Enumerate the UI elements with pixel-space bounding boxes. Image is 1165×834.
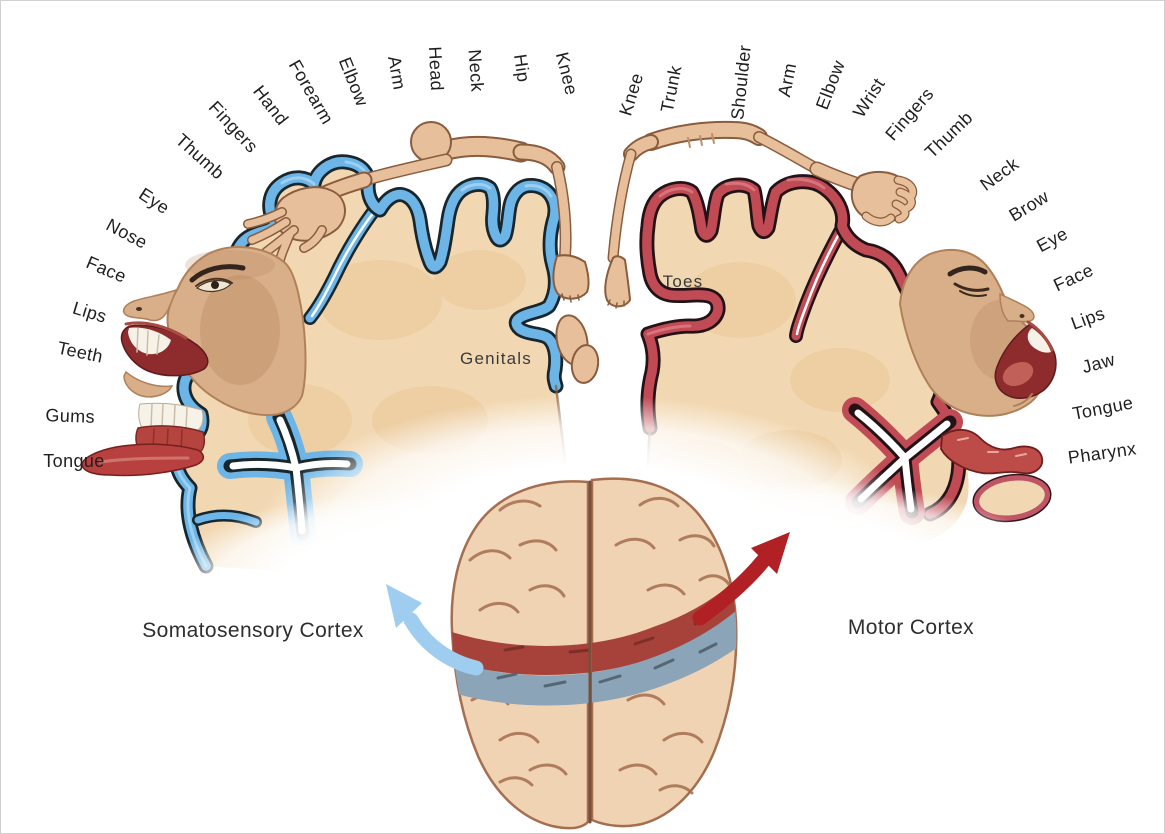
sensory-label-hip: Hip	[510, 53, 534, 84]
sensory-homunculus-figure	[243, 121, 590, 303]
motor-cortex-caption: Motor Cortex	[848, 616, 974, 639]
sensory-face-nostril	[136, 307, 142, 311]
motor-foot	[604, 255, 632, 308]
somatosensory-cortex-caption: Somatosensory Cortex	[142, 619, 364, 642]
sensory-face-nose	[122, 288, 178, 322]
sensory-arrow	[386, 584, 484, 676]
sensory-face-teeth	[128, 327, 171, 355]
sensory-label-neck: Neck	[465, 49, 488, 93]
motor-central-sulcus	[789, 221, 849, 343]
motor-face-nostril	[1019, 314, 1025, 318]
motor-arrow	[692, 532, 790, 626]
motor-arrowhead	[751, 532, 790, 574]
sensory-label-gums: Gums	[45, 405, 95, 427]
motor-homunculus-figure	[604, 120, 918, 309]
motor-face-teeth	[1027, 328, 1051, 353]
brain-top-view	[450, 477, 738, 830]
motor-face	[898, 248, 1057, 523]
sensory-face-chin	[123, 370, 174, 398]
sensory-hand-fingers	[243, 207, 327, 265]
motor-inner-label-toes: Toes	[663, 272, 704, 291]
motor-hand-fingers	[861, 175, 918, 227]
sensory-label-tongue: Tongue	[43, 451, 104, 471]
sensory-arrowhead	[386, 584, 422, 628]
motor-face-inner-tongue	[1002, 361, 1034, 387]
sensory-label-head: Head	[425, 46, 447, 92]
sensory-inner-label-genitals: Genitals	[460, 349, 532, 368]
genitals-figure	[555, 314, 600, 384]
motor-face-nose	[999, 292, 1035, 323]
sensory-face-eyebrow	[189, 264, 246, 283]
motor-face-eyebrow	[947, 265, 988, 277]
motor-face-eye	[953, 282, 990, 292]
motor-fold-lump	[973, 474, 1051, 522]
sensory-face	[81, 246, 307, 477]
sensory-central-sulcus	[303, 201, 383, 325]
sensory-foot	[552, 254, 590, 300]
